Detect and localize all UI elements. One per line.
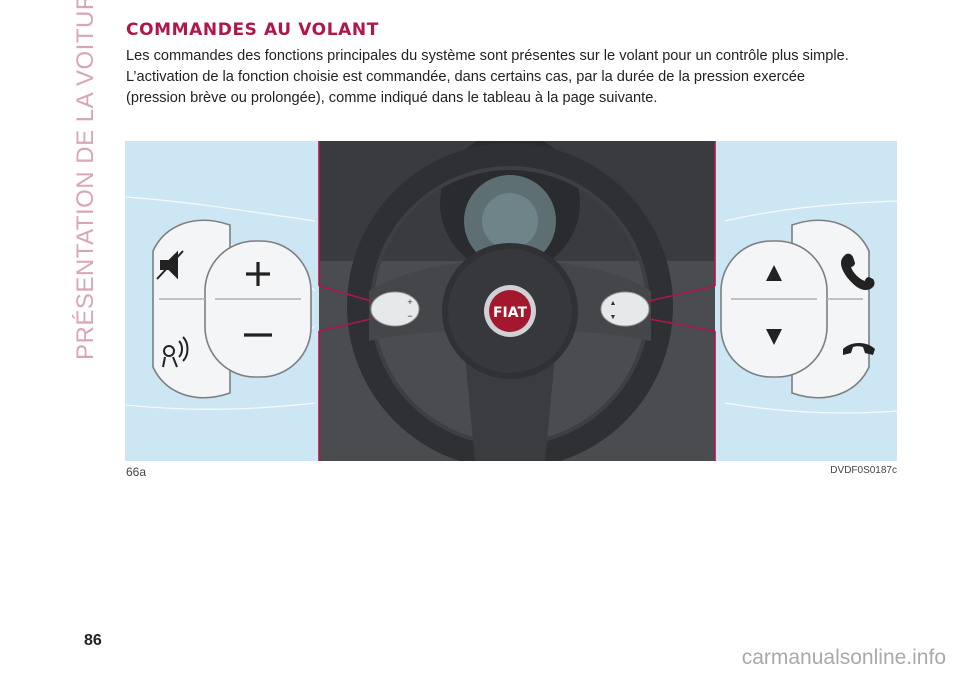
watermark: carmanualsonline.info <box>741 646 946 669</box>
phone-icon <box>841 253 875 290</box>
page-number: 86 <box>84 632 102 649</box>
down-arrow-icon <box>766 329 782 345</box>
left-control-pad <box>152 219 312 399</box>
figure-label: 66a <box>126 465 147 479</box>
svg-text:−: − <box>407 311 412 321</box>
hang-up-icon <box>843 343 875 355</box>
sidebar-section-title: PRÉSENTATION DE LA VOITURE <box>72 0 99 360</box>
fiat-logo: FIAT <box>493 305 528 321</box>
paragraph-line: (pression brève ou prolongée), comme ind… <box>126 90 658 106</box>
svg-text:+: + <box>407 297 412 307</box>
section-heading: COMMANDES AU VOLANT <box>126 20 379 40</box>
svg-text:▼: ▼ <box>610 314 617 321</box>
right-control-pad <box>720 219 875 399</box>
mute-icon <box>156 250 184 280</box>
plus-icon <box>246 262 270 286</box>
up-arrow-icon <box>766 265 782 281</box>
figure-reference-code: DVDF0S0187c <box>830 465 897 476</box>
paragraph-line: L’activation de la fonction choisie est … <box>126 69 806 85</box>
voice-icon <box>162 336 189 368</box>
intro-paragraph: Les commandes des fonctions principales … <box>126 46 866 109</box>
paragraph-line: Les commandes des fonctions principales … <box>126 48 849 64</box>
svg-text:▲: ▲ <box>610 300 617 307</box>
steering-wheel-illustration: FIAT + − ▲ ▼ <box>125 141 897 461</box>
